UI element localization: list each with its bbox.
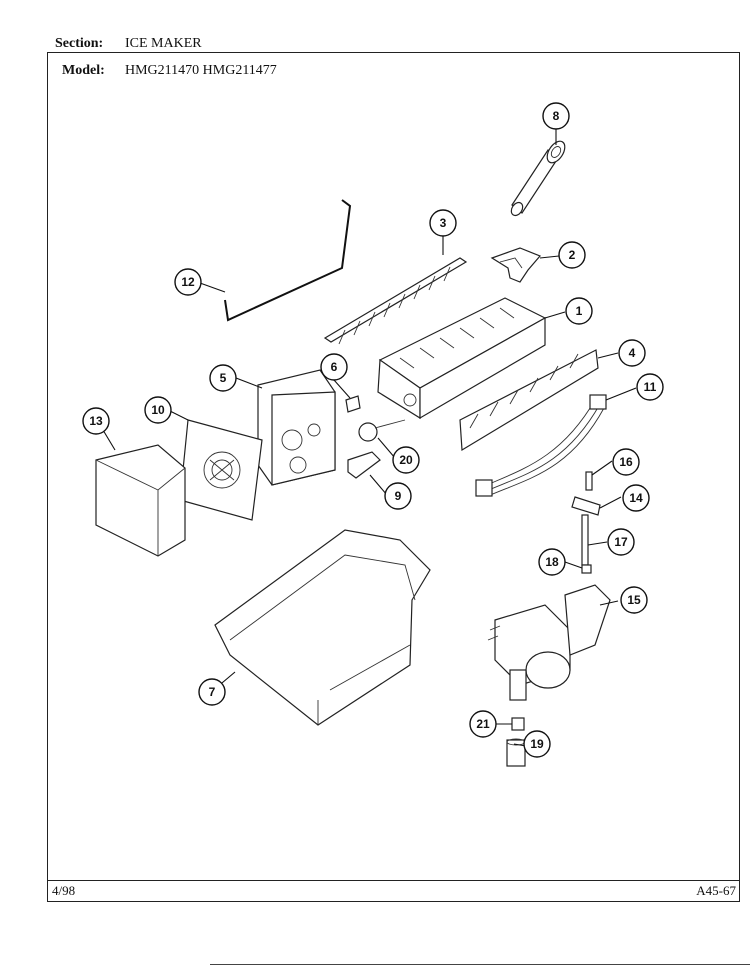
diagram-frame: [47, 52, 740, 902]
part-19-fitting: [506, 738, 526, 767]
model-value: HMG211470 HMG211477: [125, 63, 277, 78]
leader-lines: [102, 117, 637, 747]
callout-21: 21: [469, 710, 497, 738]
footer-code: A45-67: [696, 883, 736, 898]
callout-19: 19: [523, 730, 551, 758]
svg-text:19: 19: [530, 737, 544, 751]
footer-rule: [47, 880, 740, 881]
callout-12: 12: [174, 268, 202, 296]
svg-text:4: 4: [629, 346, 636, 360]
callout-3: 3: [429, 209, 457, 237]
part-3-ejector: [323, 257, 468, 345]
svg-text:9: 9: [395, 489, 402, 503]
callout-6: 6: [320, 353, 348, 381]
section-line: Section: ICE MAKER: [55, 36, 202, 52]
part-5-housing: [257, 369, 336, 486]
callout-20: 20: [392, 446, 420, 474]
svg-text:8: 8: [553, 109, 560, 123]
callout-10: 10: [144, 396, 172, 424]
callout-17: 17: [607, 528, 635, 556]
svg-text:2: 2: [569, 248, 576, 262]
svg-text:18: 18: [545, 555, 559, 569]
part-18-clip: [581, 564, 592, 574]
svg-text:3: 3: [440, 216, 447, 230]
part-15-water-valve: [487, 584, 611, 701]
model-line: Model: HMG211470 HMG211477: [62, 63, 277, 79]
svg-text:14: 14: [629, 491, 643, 505]
part-12-shutoff-arm: [224, 199, 352, 322]
part-9-bracket: [347, 451, 381, 479]
callout-5: 5: [209, 364, 237, 392]
svg-text:13: 13: [89, 414, 103, 428]
model-label: Model:: [62, 63, 105, 78]
part-14-bracket: [571, 496, 601, 516]
part-17-tube: [581, 514, 589, 566]
callout-14: 14: [622, 484, 650, 512]
part-20-thermostat: [358, 419, 406, 442]
part-11-wire-harness: [475, 394, 607, 497]
svg-text:17: 17: [614, 535, 628, 549]
footer-date: 4/98: [52, 883, 76, 898]
callout-7: 7: [198, 678, 226, 706]
callout-11: 11: [636, 373, 664, 401]
svg-text:16: 16: [619, 455, 633, 469]
part-21-nut: [511, 717, 525, 731]
callout-1: 1: [565, 297, 593, 325]
part-4-stripper: [459, 349, 599, 452]
svg-text:5: 5: [220, 371, 227, 385]
part-1-mold: [377, 297, 547, 420]
callout-2: 2: [558, 241, 586, 269]
svg-text:12: 12: [181, 275, 195, 289]
svg-text:6: 6: [331, 360, 338, 374]
section-value: ICE MAKER: [125, 36, 202, 51]
callout-13: 13: [82, 407, 110, 435]
callout-4: 4: [618, 339, 646, 367]
part-8-fill-tube: [510, 140, 566, 217]
page-bottom-rule: [210, 964, 750, 965]
svg-text:10: 10: [151, 403, 165, 417]
svg-text:20: 20: [399, 453, 413, 467]
part-6-clip: [345, 395, 361, 413]
callout-9: 9: [384, 482, 412, 510]
callout-18: 18: [538, 548, 566, 576]
svg-text:7: 7: [209, 685, 216, 699]
svg-text:1: 1: [576, 304, 583, 318]
callout-8: 8: [542, 102, 570, 130]
part-13-cover-box: [95, 444, 186, 557]
part-16-screw: [585, 471, 593, 491]
svg-text:21: 21: [476, 717, 490, 731]
callout-16: 16: [612, 448, 640, 476]
svg-text:11: 11: [644, 380, 657, 394]
part-7-ice-bin: [214, 529, 431, 726]
part-2-cover: [490, 247, 542, 283]
callout-15: 15: [620, 586, 648, 614]
section-label: Section:: [55, 36, 104, 51]
part-10-cover-plate: [179, 419, 263, 521]
svg-text:15: 15: [627, 593, 641, 607]
